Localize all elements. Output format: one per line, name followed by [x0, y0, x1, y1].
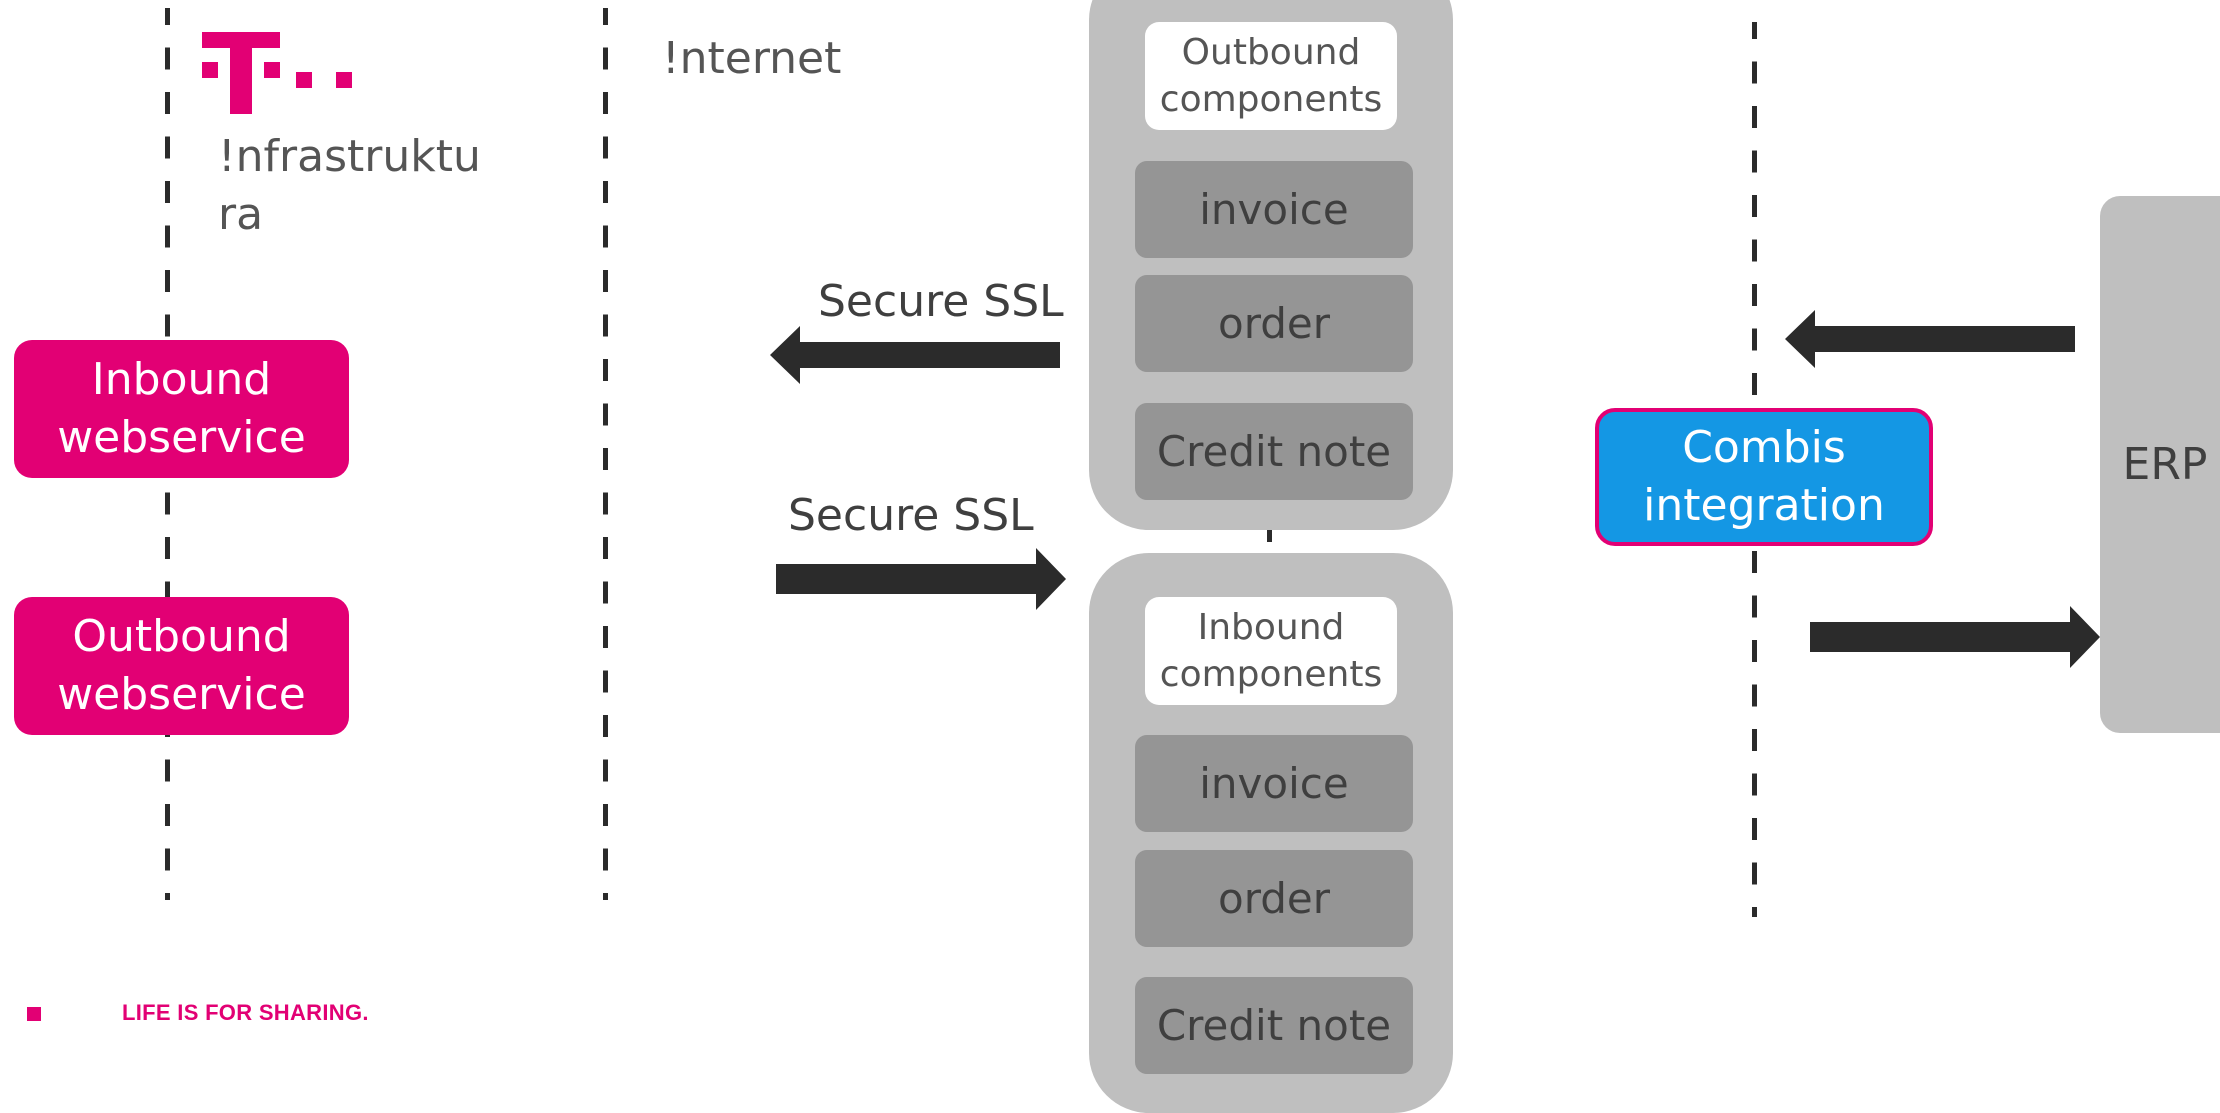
arrow-left-icon	[1785, 310, 2075, 368]
erp-label: ERP	[2122, 439, 2208, 490]
arrow-left-icon	[770, 326, 1060, 384]
combis-integration-label: Combis integration	[1643, 422, 1885, 531]
slogan-text: LIFE IS FOR SHARING.	[122, 1000, 369, 1025]
group-connector	[1267, 520, 1272, 542]
slogan-bullet-icon	[27, 1007, 41, 1021]
outbound-components-header: Outbound components	[1145, 22, 1397, 130]
combis-integration-box: Combis integration	[1595, 408, 1933, 546]
infrastructure-label: !nfrastruktu ra	[218, 131, 481, 240]
outbound-credit-note: Credit note	[1135, 403, 1413, 500]
internet-label: !nternet	[662, 33, 842, 84]
secure-ssl-label-outbound: Secure SSL	[818, 276, 1064, 327]
outbound-webservice-box: Outbound webservice	[14, 597, 349, 735]
erp-box: ERP	[2100, 196, 2220, 733]
inbound-invoice: invoice	[1135, 735, 1413, 832]
telekom-t-logo-icon	[202, 32, 280, 114]
outbound-invoice: invoice	[1135, 161, 1413, 258]
secure-ssl-label-inbound: Secure SSL	[788, 490, 1034, 541]
inbound-order: order	[1135, 850, 1413, 947]
outbound-order: order	[1135, 275, 1413, 372]
inbound-webservice-label: Inbound webservice	[57, 354, 306, 463]
inbound-components-header: Inbound components	[1145, 597, 1397, 705]
logo-dots	[296, 72, 376, 92]
inbound-credit-note: Credit note	[1135, 977, 1413, 1074]
arrow-right-icon	[1810, 606, 2100, 668]
arrow-right-icon	[776, 548, 1066, 610]
inbound-webservice-box: Inbound webservice	[14, 340, 349, 478]
outbound-webservice-label: Outbound webservice	[57, 611, 306, 720]
zone-divider-internet	[603, 8, 608, 900]
